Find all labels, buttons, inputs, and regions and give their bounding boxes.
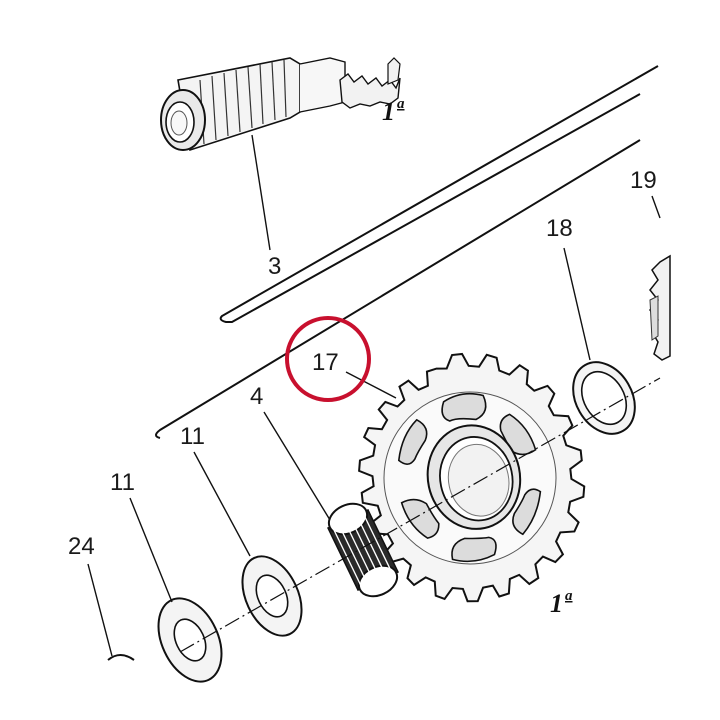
gear-mark-bottom-ordinal: a [565, 588, 573, 604]
washer-part-18 [572, 361, 636, 435]
leader-line-4 [263, 411, 331, 521]
leader-line-19 [651, 195, 661, 219]
gear-part-19 [649, 254, 671, 361]
highlight-circle [285, 316, 371, 402]
callout-11-upper: 11 [180, 423, 205, 450]
gear-part-17 [358, 352, 586, 603]
needle-bearing-part-4 [326, 502, 400, 598]
callout-4: 4 [250, 383, 263, 410]
gear-mark-bottom: 1 a [550, 588, 573, 618]
leader-line-11-lower [129, 497, 173, 603]
leader-line-18 [563, 247, 591, 361]
leader-line-11-upper [193, 451, 251, 557]
callout-17: 17 [312, 349, 339, 376]
shaft-axis-line [179, 377, 661, 653]
washer-part-11-lower [157, 597, 223, 683]
leader-line-17 [345, 371, 397, 399]
top-panel-frame [219, 65, 659, 323]
gear-mark-top-ordinal: a [397, 96, 405, 112]
gear-mark-top-number: 1 [382, 97, 395, 126]
callout-11-lower: 11 [110, 469, 135, 496]
callout-19: 19 [630, 167, 657, 194]
leader-line-24 [87, 563, 113, 657]
callout-24: 24 [68, 533, 95, 560]
gear-mark-bottom-number: 1 [550, 589, 563, 618]
bottom-panel-frame [155, 139, 641, 439]
washer-part-11-upper [241, 555, 303, 637]
shaft-part-3 [160, 57, 401, 152]
leader-line-3 [251, 134, 271, 251]
gear-mark-top: 1 a [382, 96, 405, 126]
circlip-part-24 [107, 654, 135, 661]
callout-18: 18 [546, 215, 573, 242]
callout-3: 3 [268, 253, 281, 280]
